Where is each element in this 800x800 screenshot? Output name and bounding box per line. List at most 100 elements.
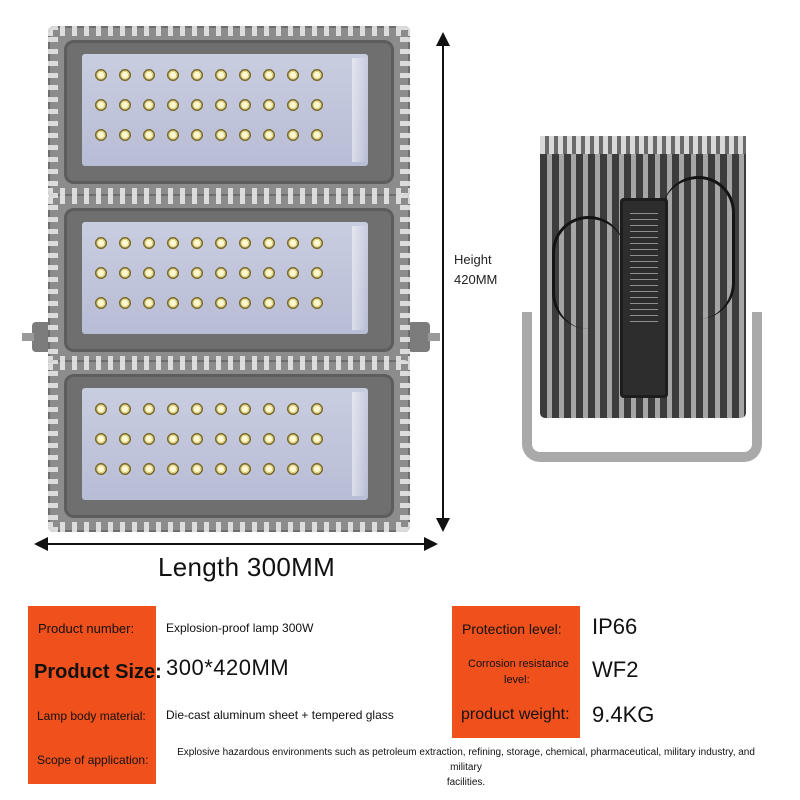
led-chip — [118, 128, 132, 142]
led-chip — [214, 462, 228, 476]
spec-value-lamp-body-material: Die-cast aluminum sheet + tempered glass — [166, 708, 394, 722]
led-chip — [262, 68, 276, 82]
led-chip — [166, 68, 180, 82]
led-chip — [166, 296, 180, 310]
led-chip — [262, 462, 276, 476]
led-chip — [142, 128, 156, 142]
led-chip — [238, 266, 252, 280]
led-chip — [238, 296, 252, 310]
led-chip — [166, 266, 180, 280]
led-chip — [190, 462, 204, 476]
led-chip — [142, 236, 156, 250]
led-chip — [118, 432, 132, 446]
arrow-up-icon — [436, 32, 450, 46]
led-chip — [310, 266, 324, 280]
led-chip — [262, 296, 276, 310]
led-chip — [310, 236, 324, 250]
led-module-top — [48, 26, 410, 198]
right-mount-knob — [408, 322, 430, 352]
led-chip — [214, 296, 228, 310]
led-chip — [94, 462, 108, 476]
led-chip — [286, 236, 300, 250]
led-chip — [286, 128, 300, 142]
led-chip — [214, 402, 228, 416]
led-chip — [310, 402, 324, 416]
led-chip — [286, 296, 300, 310]
length-dimension-line — [40, 543, 432, 545]
led-chip — [94, 68, 108, 82]
led-chip — [190, 266, 204, 280]
led-chip — [262, 432, 276, 446]
arrow-left-icon — [34, 537, 48, 551]
led-chip — [310, 128, 324, 142]
led-chip — [190, 68, 204, 82]
arrow-down-icon — [436, 518, 450, 532]
led-chip — [238, 402, 252, 416]
power-cable — [552, 216, 625, 329]
led-chip — [286, 462, 300, 476]
spec-value-corrosion-resistance: WF2 — [592, 657, 639, 682]
led-chip — [238, 432, 252, 446]
led-chip — [286, 98, 300, 112]
led-chip — [118, 68, 132, 82]
led-chip — [262, 128, 276, 142]
led-chip — [310, 98, 324, 112]
led-chip — [262, 236, 276, 250]
led-chip — [142, 462, 156, 476]
led-chip — [142, 402, 156, 416]
led-chip — [238, 236, 252, 250]
height-dimension-label: Height 420MM — [454, 250, 497, 290]
led-chip — [94, 128, 108, 142]
spec-label-product-size: Product Size: — [28, 652, 162, 694]
power-cable — [662, 176, 735, 319]
spec-label-product-weight: product weight: — [452, 694, 580, 738]
led-chip — [190, 402, 204, 416]
led-chip — [262, 266, 276, 280]
spec-value-product-number: Explosion-proof lamp 300W — [166, 621, 314, 635]
led-chip — [118, 296, 132, 310]
led-chip — [214, 68, 228, 82]
led-chip — [142, 68, 156, 82]
spec-label-protection-level: Protection level: — [452, 606, 580, 652]
driver-label-text — [630, 212, 658, 322]
led-chip — [310, 68, 324, 82]
front-lamp-image — [0, 0, 440, 540]
led-chip — [118, 462, 132, 476]
led-chip — [94, 402, 108, 416]
led-chip — [190, 432, 204, 446]
led-chip — [94, 266, 108, 280]
led-chip — [262, 98, 276, 112]
led-chip — [214, 98, 228, 112]
led-chip — [214, 128, 228, 142]
led-chip — [286, 432, 300, 446]
led-chip — [166, 236, 180, 250]
led-chip — [118, 402, 132, 416]
led-module-middle — [48, 194, 410, 366]
led-chip — [286, 266, 300, 280]
height-label: Height — [454, 252, 492, 267]
led-chip — [238, 128, 252, 142]
led-module-bottom — [48, 360, 410, 532]
spec-value-product-size: 300*420MM — [166, 655, 290, 680]
led-chip — [310, 432, 324, 446]
spec-label-product-number: Product number: — [28, 606, 156, 652]
led-chip — [214, 432, 228, 446]
back-view-image — [522, 136, 762, 462]
led-chip — [286, 402, 300, 416]
led-panel — [82, 388, 368, 500]
led-chip — [166, 128, 180, 142]
led-chip — [142, 296, 156, 310]
led-chip — [166, 402, 180, 416]
spec-value-product-weight: 9.4KG — [592, 702, 655, 727]
led-array — [94, 236, 334, 326]
spec-value-scope: Explosive hazardous environments such as… — [177, 747, 755, 788]
mounting-bracket — [522, 312, 762, 462]
led-chip — [190, 128, 204, 142]
led-chip — [190, 296, 204, 310]
led-chip — [94, 236, 108, 250]
led-chip — [286, 68, 300, 82]
spec-label-scope: Scope of application: — [28, 738, 156, 784]
led-chip — [142, 98, 156, 112]
height-dimension-line — [442, 38, 444, 524]
spec-label-lamp-body-material: Lamp body material: — [28, 694, 156, 738]
